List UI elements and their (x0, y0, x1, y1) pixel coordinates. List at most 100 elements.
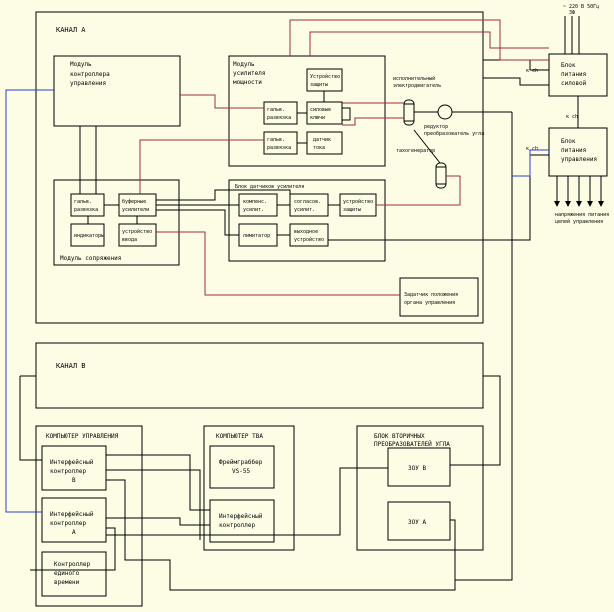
secondary-block (356, 425, 484, 551)
outputs-l1: напряжения питания (555, 212, 609, 218)
if-galv-l1: гальв. (74, 199, 92, 205)
secondary-title-l2: ПРЕОБРАЗОВАТЕЛЕЙ УГЛА (374, 441, 450, 448)
if-ctrl-b-box (41, 445, 107, 491)
label-bch: к ch (566, 114, 578, 120)
control-module-line3: управления (70, 80, 106, 87)
connection-lines-black (19, 59, 549, 591)
frame-grabber-l2: VS-55 (232, 468, 250, 475)
tv-computer (203, 425, 295, 551)
control-module-line2: контроллера (70, 71, 110, 78)
amp-module (228, 55, 386, 167)
control-power-l2: питания (561, 147, 586, 154)
tv-if-ctrl-l2: контроллер (219, 522, 256, 529)
voltage-top-l2: 3Ф (569, 10, 575, 16)
amp-galv1-l2: развязка (267, 115, 291, 121)
reducer-label-l1: редуктор (424, 124, 448, 130)
label-ach: к ch (526, 68, 538, 74)
amp-current-l2: тока (313, 145, 325, 151)
amp-galv1-l1: гальв. (267, 107, 285, 113)
sensor-block (228, 179, 386, 262)
amp-module-line2: усилителя (233, 70, 266, 77)
reducer-icon (437, 104, 453, 120)
time-ctrl-box (41, 551, 107, 597)
tv-computer-title: КОМПЬЮТЕР ТВА (216, 433, 263, 440)
if-ctrl-a-l3: А (72, 529, 76, 536)
motor-label-l2: электродвигатель (393, 83, 441, 89)
tv-if-ctrl-box (209, 499, 275, 543)
amp-protect-l1: Устройство (310, 74, 340, 80)
if-ctrl-a-l2: контроллер (50, 520, 87, 527)
dou-a-box (387, 501, 451, 541)
control-computer (35, 425, 143, 607)
power-block-l3: силовой (561, 80, 587, 87)
control-computer-title: КОМПЬЮТЕР УПРАВЛЕНИЯ (46, 433, 119, 440)
label-ach2: к ch (526, 146, 538, 152)
control-power-l3: управления (561, 156, 597, 163)
sens-amp-l1: согласов. (294, 199, 321, 205)
sens-protect-l1: устройство (343, 199, 373, 205)
tacho-label: тахогенератор (396, 148, 435, 154)
sens-amp-l2: усилит. (294, 207, 315, 213)
channel-b-frame (35, 342, 484, 409)
channel-b-title: КАНАЛ В (56, 362, 86, 370)
if-ctrl-b-l1: Интерфейсный (50, 459, 94, 466)
tv-if-ctrl-l1: Интерфейсный (219, 513, 263, 520)
outputs-l2: цепей управления (555, 219, 603, 225)
if-galv-l2: развязка (74, 207, 98, 213)
control-power-l1: Блок (561, 138, 576, 145)
secondary-title-l1: БЛОК ВТОРИЧНЫХ (374, 433, 425, 440)
power-block-l1: Блок (561, 62, 576, 69)
amp-module-line1: Модуль (233, 61, 255, 68)
time-ctrl-l1: Контроллер (54, 561, 91, 568)
interface-module (53, 179, 180, 266)
connection-lines-red (139, 19, 549, 296)
sens-nonlin-l1: компенс. (243, 199, 267, 205)
dou-a-label: ЗОУ А (408, 519, 426, 526)
amp-power-l2: ключи (310, 115, 325, 121)
sensor-block-title: Блок датчиков усилителя (235, 184, 304, 190)
sens-protect-l2: защиты (343, 207, 361, 213)
voltage-top-l1: ~ 220 В 50Гц (563, 4, 599, 10)
interface-module-title: Модуль сопряжения (60, 255, 121, 262)
if-buffer-l2: усилители (122, 207, 149, 213)
time-ctrl-l2: единого (54, 570, 80, 577)
amp-power-l1: силовые (310, 107, 331, 113)
control-module-line1: Модуль (70, 61, 92, 68)
dou-b-label: ЗОУ В (408, 465, 426, 472)
sens-output-l1: выходное (294, 229, 318, 235)
if-ctrl-b-l3: В (72, 477, 76, 484)
motor-label-l1: исполнительный (393, 76, 435, 82)
frame-grabber-box (209, 445, 275, 489)
if-indicators-l1: индикаторы (74, 233, 104, 239)
channel-a-frame (35, 11, 484, 324)
external-block (399, 277, 479, 317)
amp-module-line3: мощности (233, 79, 262, 86)
control-power-block (548, 127, 608, 177)
sens-output-l2: устройство (294, 237, 324, 243)
amp-current-l1: датчик (313, 137, 331, 143)
control-power-outputs (554, 176, 604, 207)
frame-grabber-l1: Фреймграббер (219, 459, 263, 466)
channel-a-title: КАНАЛ А (56, 26, 86, 34)
amp-galv2-l2: развязка (267, 145, 291, 151)
amp-galv2-l1: гальв. (267, 137, 285, 143)
reducer-label-l2: преобразователь угла (424, 130, 484, 137)
if-input-l2: ввода (122, 237, 137, 243)
connection-lines-blue (5, 89, 549, 513)
power-block-l2: питания (561, 71, 586, 78)
dou-b-box (387, 447, 451, 487)
if-ctrl-a-box (41, 497, 107, 543)
amp-protect-l2: защиты (310, 82, 328, 88)
if-buffer-l1: буферные (122, 198, 146, 205)
external-block-l1: Задатчик положения (404, 292, 458, 298)
motor-tacho-link (413, 129, 441, 164)
sens-nonlin-l2: усилит. (243, 207, 264, 213)
time-ctrl-l3: времени (54, 579, 80, 586)
if-input-l1: устройство (122, 229, 152, 235)
control-module (53, 55, 181, 127)
if-ctrl-b-l2: контроллер (50, 468, 87, 475)
external-block-l2: органа управления (404, 300, 455, 306)
if-ctrl-a-l1: Интерфейсный (50, 511, 94, 518)
sens-limit-l1: лимитатор (243, 233, 270, 239)
